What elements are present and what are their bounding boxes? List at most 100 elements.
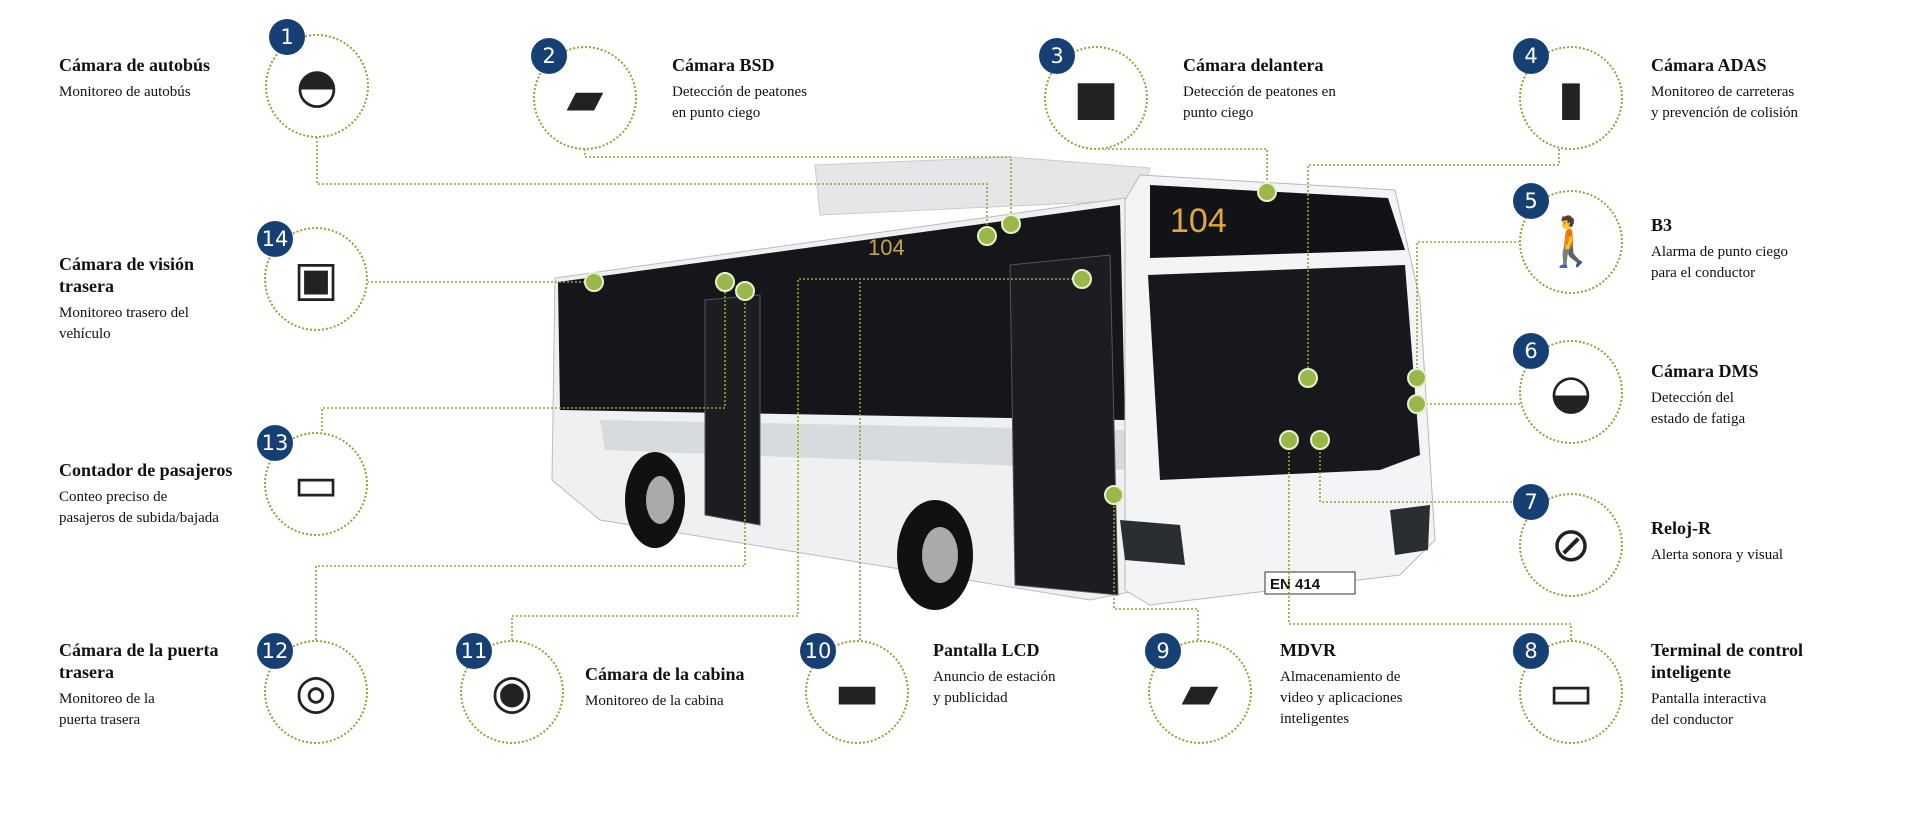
- number-badge: 12: [257, 633, 293, 669]
- device-description-line: Detección de peatones: [672, 84, 807, 100]
- device-description-line: del conductor: [1651, 712, 1734, 728]
- terminal-screen-icon: ▭: [1548, 664, 1594, 720]
- device-title: Reloj-R: [1651, 518, 1711, 538]
- device-title: MDVR: [1280, 640, 1336, 660]
- device-image-7: ⊘: [1519, 493, 1623, 597]
- cabin-camera-icon: ◉: [491, 664, 533, 720]
- device-description-line: Monitoreo de la: [59, 691, 155, 707]
- device-image-1: ◓: [265, 34, 369, 138]
- alert-clock-icon: ⊘: [1550, 517, 1592, 573]
- device-title: B3: [1651, 215, 1673, 235]
- device-image-10: ▬: [805, 640, 909, 744]
- number-badge: 5: [1513, 183, 1549, 219]
- device-dot[interactable]: [1104, 485, 1124, 505]
- device-dot[interactable]: [1298, 368, 1318, 388]
- connector-line-2: [584, 149, 1012, 224]
- device-location-dots: [584, 182, 1427, 505]
- device-dot[interactable]: [735, 281, 755, 301]
- device-dot[interactable]: [1407, 394, 1427, 414]
- device-description-line: y prevención de colisión: [1651, 105, 1799, 121]
- lcd-display-icon: ▬: [834, 664, 880, 720]
- device-dot[interactable]: [1072, 269, 1092, 289]
- number-badge: 4: [1513, 38, 1549, 74]
- device-description-line: pasajeros de subida/bajada: [59, 510, 219, 526]
- device-description-line: puerta trasera: [59, 712, 141, 728]
- route-number-side: 104: [868, 235, 905, 260]
- bsd-camera-icon: ▰: [566, 70, 604, 126]
- device-dot[interactable]: [1001, 214, 1021, 234]
- number-badge: 10: [800, 633, 836, 669]
- device-image-6: ◒: [1519, 340, 1623, 444]
- device-description-line: Conteo preciso de: [59, 489, 168, 505]
- connector-line-7: [1319, 440, 1520, 503]
- passenger-counter-icon: ▭: [293, 456, 339, 512]
- number-badge: 8: [1513, 633, 1549, 669]
- device-description-line: para el conductor: [1651, 265, 1756, 281]
- dome-camera-icon: ◓: [296, 58, 338, 114]
- connector-line-1: [316, 137, 988, 236]
- device-title: Cámara de autobús: [59, 55, 211, 75]
- device-description-line: Monitoreo de carreteras: [1651, 84, 1795, 100]
- device-title: Cámara DMS: [1651, 361, 1759, 381]
- device-description-line: Monitoreo de la cabina: [585, 693, 724, 709]
- connector-line-13: [321, 282, 726, 431]
- device-description-line: estado de fatiga: [1651, 411, 1746, 427]
- device-title: Cámara de la cabina: [585, 664, 745, 684]
- device-description-line: Detección de peatones en: [1183, 84, 1336, 100]
- device-dot[interactable]: [1257, 182, 1277, 202]
- connector-line-3: [1096, 148, 1268, 192]
- connector-line-11: [511, 278, 1082, 640]
- device-description-line: Monitoreo de autobús: [59, 84, 191, 100]
- bus-body: [551, 156, 1436, 610]
- dms-camera-icon: ◒: [1550, 364, 1592, 420]
- connector-line-9: [1113, 495, 1199, 640]
- device-dot[interactable]: [715, 272, 735, 292]
- device-dot[interactable]: [1407, 368, 1427, 388]
- device-dot[interactable]: [1279, 430, 1299, 450]
- device-description-line: Anuncio de estación: [933, 669, 1056, 685]
- number-badge: 7: [1513, 484, 1549, 520]
- license-plate: EN 414: [1270, 576, 1321, 593]
- device-description-line: Pantalla interactiva: [1651, 691, 1767, 707]
- connector-line-12: [315, 291, 746, 640]
- device-dot[interactable]: [977, 226, 997, 246]
- device-description-line: Monitoreo trasero del: [59, 305, 189, 321]
- device-description-line: punto ciego: [1183, 105, 1254, 121]
- device-description-line: vehículo: [59, 326, 111, 342]
- connector-line-8: [1288, 440, 1572, 640]
- device-description-line: inteligentes: [1280, 711, 1350, 727]
- device-title: Cámara delantera: [1183, 55, 1324, 75]
- device-description-line: video y aplicaciones: [1280, 690, 1403, 706]
- device-description-line: y publicidad: [933, 690, 1008, 706]
- device-description-line: Detección del: [1651, 390, 1734, 406]
- number-badge: 6: [1513, 333, 1549, 369]
- front-camera-icon: ■: [1073, 70, 1119, 126]
- device-label-6: Cámara DMS Detección del estado de fatiga: [1651, 360, 1758, 430]
- number-badge: 2: [531, 38, 567, 74]
- connector-line-5: [1416, 241, 1520, 378]
- number-badge: 3: [1039, 38, 1075, 74]
- number-badge: 11: [456, 633, 492, 669]
- connector-lines: [315, 137, 1572, 640]
- device-title: Pantalla LCD: [933, 640, 1040, 660]
- route-number-front: 104: [1170, 202, 1227, 240]
- number-badge: 14: [257, 221, 293, 257]
- device-title: Cámara de la puerta trasera: [59, 640, 219, 682]
- device-dot[interactable]: [584, 272, 604, 292]
- mdvr-icon: ▰: [1181, 664, 1219, 720]
- device-dot[interactable]: [1310, 430, 1330, 450]
- device-label-9: MDVR Almacenamiento de video y aplicacione…: [1280, 639, 1402, 730]
- device-description-line: Almacenamiento de: [1280, 669, 1401, 685]
